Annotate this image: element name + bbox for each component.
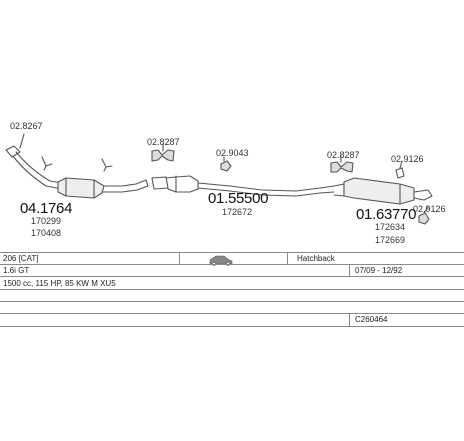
kit-code-cell: C260464 [355, 315, 388, 324]
table-row [0, 276, 464, 277]
engine-cell: 1.6i GT [3, 266, 30, 275]
rear-silencer [333, 167, 433, 205]
period-cell: 07/09 - 12/92 [355, 266, 403, 275]
fitting-code-label: 02.9126 [413, 204, 446, 214]
body-type-cell: Hatchback [297, 254, 335, 263]
column-divider [287, 252, 288, 264]
table-row [0, 301, 464, 302]
part-code: 01.55500 [208, 190, 269, 207]
fitting-clamp [151, 149, 430, 225]
fitting-code-label: 02.9043 [216, 148, 249, 158]
part-ref: 172672 [222, 207, 253, 217]
table-row [0, 252, 464, 253]
part-ref: 172634 [375, 222, 406, 232]
front-pipe-catalyst [5, 145, 149, 199]
column-divider [349, 313, 350, 326]
fitting-code-label: 02.8287 [327, 150, 360, 160]
part-ref: 172669 [375, 235, 406, 245]
model-cell: 206 [CAT] [3, 254, 39, 263]
part-code: 01.63770 [356, 206, 417, 223]
fitting-code-label: 02.9126 [391, 154, 424, 164]
table-row [0, 289, 464, 290]
middle-silencer [151, 175, 335, 197]
part-ref: 170299 [31, 216, 62, 226]
table-row [0, 313, 464, 314]
fitting-code-label: 02.8267 [10, 121, 43, 131]
column-divider [349, 264, 350, 276]
part-ref: 170408 [31, 228, 62, 238]
column-divider [179, 252, 180, 264]
table-row [0, 326, 464, 327]
spec-cell: 1500 cc, 115 HP, 85 KW M XU5 [3, 279, 116, 288]
part-code: 04.1764 [20, 200, 73, 217]
fitting-code-label: 02.8287 [147, 137, 180, 147]
table-row [0, 264, 464, 265]
